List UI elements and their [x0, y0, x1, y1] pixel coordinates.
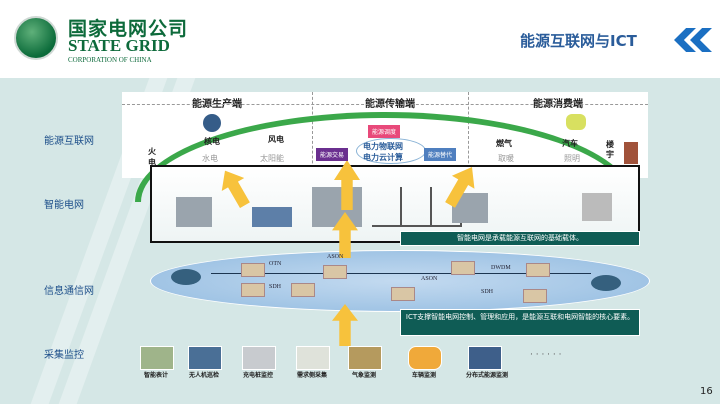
page-number: 16: [700, 386, 713, 397]
producer-label: 太阳能: [260, 154, 284, 163]
router-icon: [526, 263, 550, 277]
network-label: SDH: [269, 284, 282, 290]
substitute-pill: 能源替代: [424, 148, 457, 161]
smart-meter-icon: [140, 346, 174, 370]
router-icon: [323, 265, 347, 279]
network-label: ASON: [327, 254, 344, 260]
monitoring-label: 分布式能源监测: [465, 372, 508, 379]
cloud-icon: [591, 275, 621, 291]
consumer-label: 照明: [564, 154, 580, 163]
weather-station-icon: [348, 346, 382, 370]
house-icon: [582, 193, 612, 221]
center-line1: 电力物联网: [363, 142, 403, 151]
callout-smart-grid: 智能电网是承载能源互联网的基础载体。: [400, 231, 640, 246]
network-label: DWDM: [491, 265, 511, 271]
solar-panel-icon: [468, 346, 502, 370]
substation-icon: [176, 197, 212, 227]
segment-header: 能源传输端: [365, 99, 415, 110]
nuclear-plant-icon: [203, 114, 221, 132]
cloud-icon: [171, 269, 201, 285]
producer-label: 火电: [148, 147, 156, 167]
computers-icon: [252, 207, 292, 227]
monitoring-item: 无人机巡检: [174, 346, 234, 379]
producer-label: 风电: [268, 135, 284, 144]
slide-title: 能源互联网与ICT: [520, 32, 637, 50]
consumer-label: 楼宇: [606, 140, 614, 159]
more-dots: · · · · · ·: [530, 350, 562, 360]
monitoring-label: 气象监测: [351, 372, 376, 379]
network-label: ASON: [421, 276, 438, 282]
building-icon: [624, 142, 638, 164]
router-icon: [291, 283, 315, 297]
monitoring-item: 车辆监测: [394, 346, 454, 379]
segment-header: 能源生产端: [192, 99, 242, 110]
layer-label: 采集监控: [44, 350, 84, 361]
drone-inspection-icon: [188, 346, 222, 370]
monitoring-label: 充电桩监控: [242, 372, 273, 379]
ict-network-ellipse: OTN SDH ASON ASON DWDM SDH: [150, 250, 650, 312]
monitoring-label: 需求侧采集: [296, 372, 327, 379]
router-icon: [451, 261, 475, 275]
consumer-label: 汽车: [562, 139, 578, 148]
transmission-towers-icon: [372, 187, 462, 227]
monitoring-label: 车辆监测: [411, 372, 436, 379]
trade-pill: 能源交易: [316, 148, 349, 161]
callout-ict: ICT支撑智能电网控制、管理和应用，是能源互联和电网智能的核心要素。: [400, 309, 640, 336]
network-link: [211, 273, 591, 274]
monitoring-item: 充电桩监控: [228, 346, 288, 379]
producer-label: 核电: [204, 137, 220, 146]
header: [0, 0, 720, 78]
monitoring-item: 智能表计: [126, 346, 186, 379]
center-line2: 电力云计算: [363, 153, 403, 162]
monitoring-label: 无人机巡检: [188, 372, 219, 379]
power-plant-icon: [312, 187, 362, 227]
monitoring-label: 智能表计: [143, 372, 168, 379]
charging-pile-icon: [242, 346, 276, 370]
vehicle-icon: [408, 346, 442, 370]
layer-label: 智能电网: [44, 200, 84, 211]
router-icon: [241, 263, 265, 277]
producer-label: 水电: [202, 154, 218, 163]
state-grid-logo-icon: [14, 16, 58, 60]
network-label: OTN: [269, 261, 282, 267]
monitoring-item: 分布式能源监测: [454, 346, 520, 379]
router-icon: [523, 289, 547, 303]
divider: [122, 104, 648, 105]
segment-header: 能源消费端: [533, 99, 583, 110]
monitoring-item: 需求侧采集: [282, 346, 342, 379]
monitoring-item: 气象监测: [334, 346, 394, 379]
dispatch-pill: 能源调度: [368, 125, 401, 138]
car-icon: [566, 114, 586, 130]
network-label: SDH: [481, 289, 494, 295]
logo-en: STATE GRID: [68, 36, 170, 55]
router-icon: [391, 287, 415, 301]
layer-label: 能源互联网: [44, 136, 94, 147]
logo-sub: CORPORATION OF CHINA: [68, 56, 152, 64]
router-icon: [241, 283, 265, 297]
layer-label: 信息通信网: [44, 286, 94, 297]
consumer-label: 燃气: [496, 139, 512, 148]
consumer-label: 取暖: [498, 154, 514, 163]
logo-cn: 国家电网公司: [68, 18, 189, 40]
demand-side-icon: [296, 346, 330, 370]
